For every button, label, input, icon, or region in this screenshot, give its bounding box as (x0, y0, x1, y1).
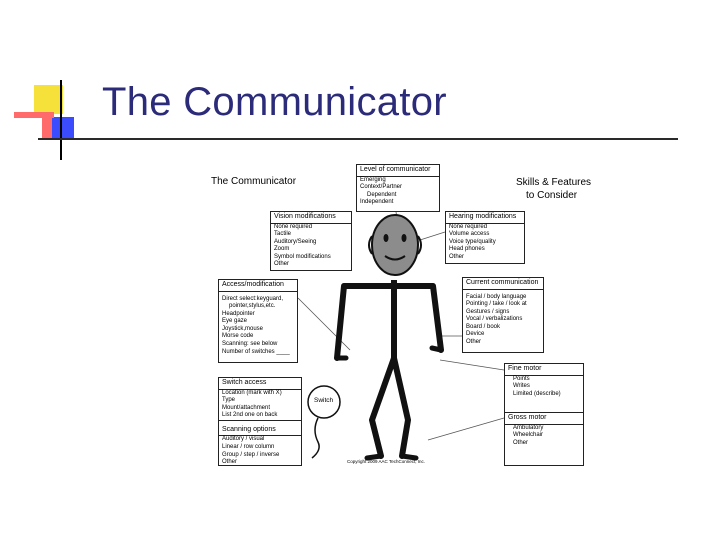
vision-header: Vision modifications (271, 212, 351, 224)
scanning-item: Other (222, 459, 238, 466)
hearing-box: Hearing modifications None required Volu… (445, 211, 525, 264)
current-item: Vocal / verbalizations (466, 316, 523, 323)
current-communication-box: Current communication Facial / body lang… (462, 277, 544, 353)
access-item: Number of switches ____ (222, 348, 290, 355)
motor-box: Fine motor Points Writes Limited (descri… (504, 363, 584, 466)
right-ear (417, 235, 422, 255)
current-item: Pointing / take / look at (466, 301, 527, 308)
access-item: pointer,stylus,etc. (229, 303, 276, 310)
switch-access-item: Location (mark with X) (222, 389, 282, 396)
current-item: Facial / body language (466, 293, 527, 300)
vision-item: Tactile (274, 231, 292, 238)
legs (369, 355, 411, 459)
access-item: Scanning: see below (222, 341, 278, 348)
feet (364, 453, 419, 461)
fine-motor-item: Limited (describe) (513, 390, 561, 397)
right-eye (401, 234, 407, 242)
left-eye (383, 234, 389, 242)
vision-item: Auditory/Seeing (274, 238, 317, 245)
switch-cable (311, 417, 320, 459)
hearing-item: None required (449, 223, 488, 230)
switch-circle (307, 385, 341, 419)
slide-title: The Communicator (102, 80, 447, 124)
gross-motor-item: Ambulatory (513, 424, 544, 431)
current-item: Gestures / signs (466, 308, 510, 315)
fine-motor-item: Points (513, 375, 530, 382)
skills-heading-line2: to Consider (526, 190, 578, 201)
switch-access-item: List 2nd one on back (222, 412, 278, 419)
switch-scanning-box: Switch access Location (mark with X) Typ… (218, 377, 302, 466)
access-item: Joystick,mouse (222, 325, 264, 332)
switch-access-item: Type (222, 397, 236, 404)
access-header: Access/modification (219, 280, 297, 292)
mouth (384, 255, 406, 261)
access-item: Headpointer (222, 310, 255, 317)
fine-motor-header: Fine motor (505, 364, 583, 376)
scanning-item: Group / step / inverse (222, 451, 280, 458)
scanning-header: Scanning options (219, 425, 301, 437)
scanning-item: Auditory / visual (222, 436, 265, 443)
current-item: Other (466, 339, 482, 346)
gross-motor-header: Gross motor (505, 412, 583, 425)
decor-yellow-square (34, 85, 63, 114)
fine-motor-item: Writes (513, 383, 530, 390)
hearing-item: Other (449, 253, 465, 260)
switch-access-item: Mount/attachment (222, 404, 271, 411)
left-ear (368, 235, 373, 255)
decor-blue-square (52, 117, 74, 139)
hearing-item: Volume access (449, 231, 490, 238)
access-box: Access/modification Direct select:keygua… (218, 279, 298, 363)
hearing-item: Voice type/quality (449, 238, 496, 245)
decor-red-bar (14, 112, 54, 118)
figure-heading: The Communicator (211, 176, 297, 187)
vision-box: Vision modifications None required Tacti… (270, 211, 352, 271)
scanning-item: Linear / row column (222, 443, 275, 450)
current-item: Device (466, 331, 485, 338)
vision-item: Other (274, 261, 290, 268)
level-item: Dependent (367, 191, 397, 198)
decor-vertical-line (60, 80, 62, 160)
hands (334, 345, 444, 361)
access-item: Direct select:keyguard, (222, 295, 284, 302)
decor-horizontal-line (38, 138, 678, 140)
current-header: Current communication (463, 278, 543, 290)
gross-motor-item: Other (513, 439, 529, 446)
copyright-notice: Copyright 2009 AAC TechConnect, Inc. (347, 459, 425, 464)
access-item: Eye gaze (222, 318, 248, 325)
access-item: Morse code (222, 333, 254, 340)
hearing-header: Hearing modifications (446, 212, 524, 224)
switch-access-header: Switch access (219, 378, 301, 390)
level-item: Emerging (360, 176, 386, 183)
level-box: Level of communicator Emerging Context/P… (356, 164, 440, 212)
vision-item: Symbol modifications (274, 253, 331, 260)
head (371, 214, 419, 276)
hearing-item: Head phones (449, 246, 485, 253)
gross-motor-item: Wheelchair (513, 432, 544, 439)
switch-label: Switch (314, 397, 334, 404)
arms (334, 283, 444, 361)
vision-item: None required (274, 223, 313, 230)
skills-heading-line1: Skills & Features (516, 177, 592, 188)
current-item: Board / book (466, 323, 501, 330)
level-header: Level of communicator (357, 165, 439, 177)
decor-red-bar-vertical (42, 116, 52, 140)
level-item: Context/Partner (360, 184, 403, 191)
level-item: Independent (360, 199, 394, 206)
vision-item: Zoom (274, 246, 290, 253)
